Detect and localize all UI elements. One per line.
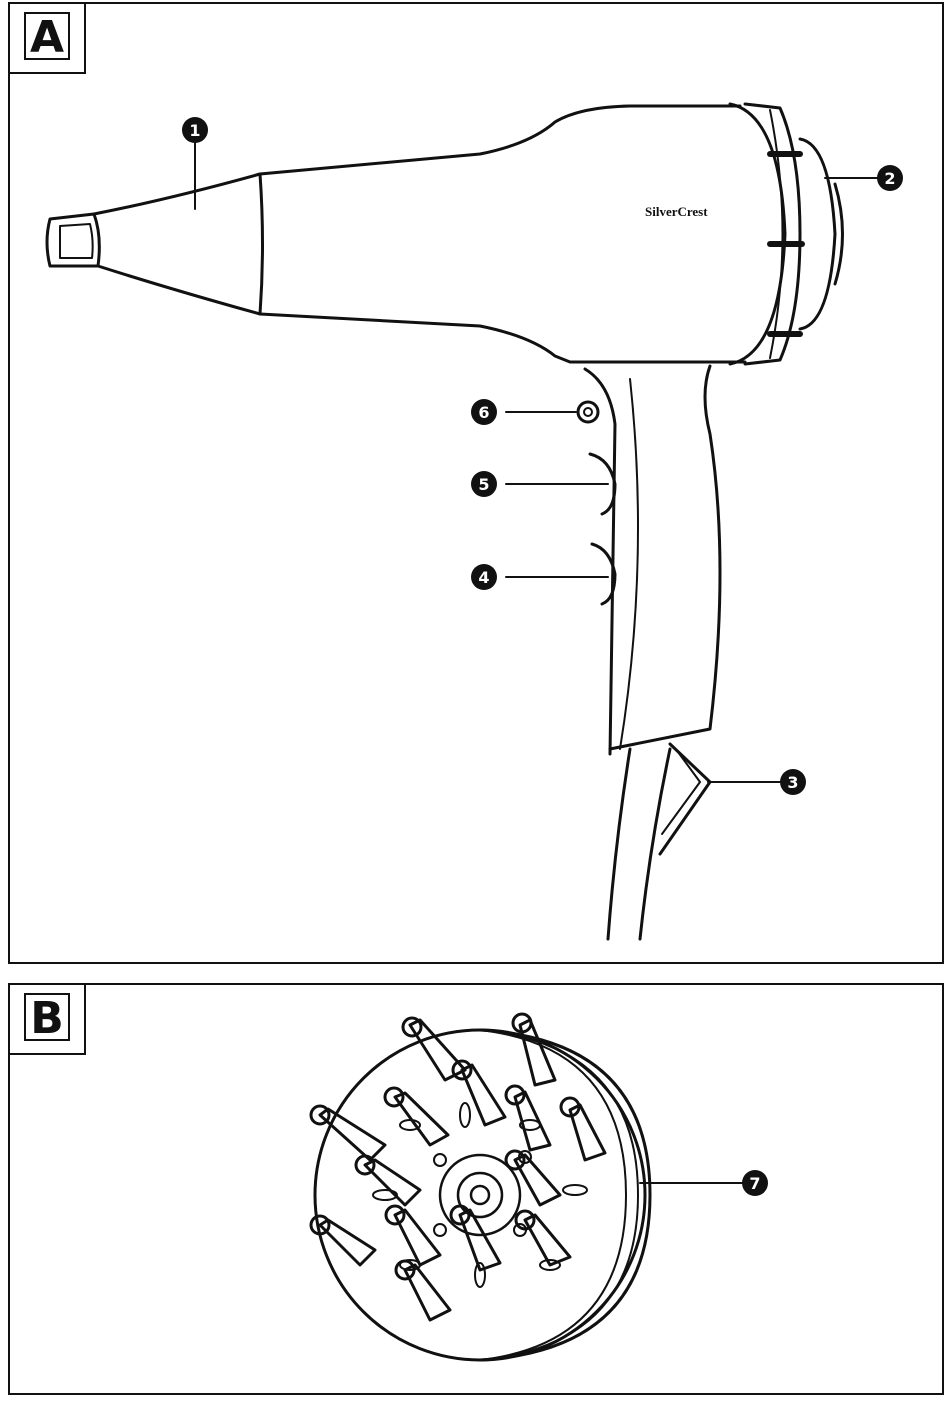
svg-text:3: 3 [787, 773, 798, 792]
callout-leaders [195, 132, 878, 782]
diffuser-fingers [311, 1014, 605, 1320]
svg-text:2: 2 [884, 169, 895, 188]
figure-panel-b: B [8, 983, 944, 1395]
svg-text:4: 4 [478, 568, 489, 587]
nozzle [47, 174, 260, 314]
diffuser-vents [373, 1103, 587, 1287]
callout-1: 1 [182, 117, 208, 143]
callout-5: 5 [471, 471, 497, 497]
diffuser-illustration: 7 [10, 985, 946, 1397]
callout-3: 3 [780, 769, 806, 795]
svg-text:6: 6 [478, 403, 489, 422]
svg-text:7: 7 [749, 1174, 760, 1193]
svg-text:1: 1 [189, 121, 200, 140]
hanging-loop-and-cord [608, 744, 710, 939]
brand-logo: SilverCrest [645, 204, 708, 219]
dryer-handle [578, 366, 720, 754]
figure-panel-a: A [8, 2, 944, 964]
svg-text:5: 5 [478, 475, 489, 494]
callout-7: 7 [742, 1170, 768, 1196]
dryer-body [260, 104, 843, 364]
callout-4: 4 [471, 564, 497, 590]
hair-dryer-illustration: SilverCrest 1 2 3 4 5 6 [10, 4, 946, 966]
callout-2: 2 [877, 165, 903, 191]
callout-6: 6 [471, 399, 497, 425]
